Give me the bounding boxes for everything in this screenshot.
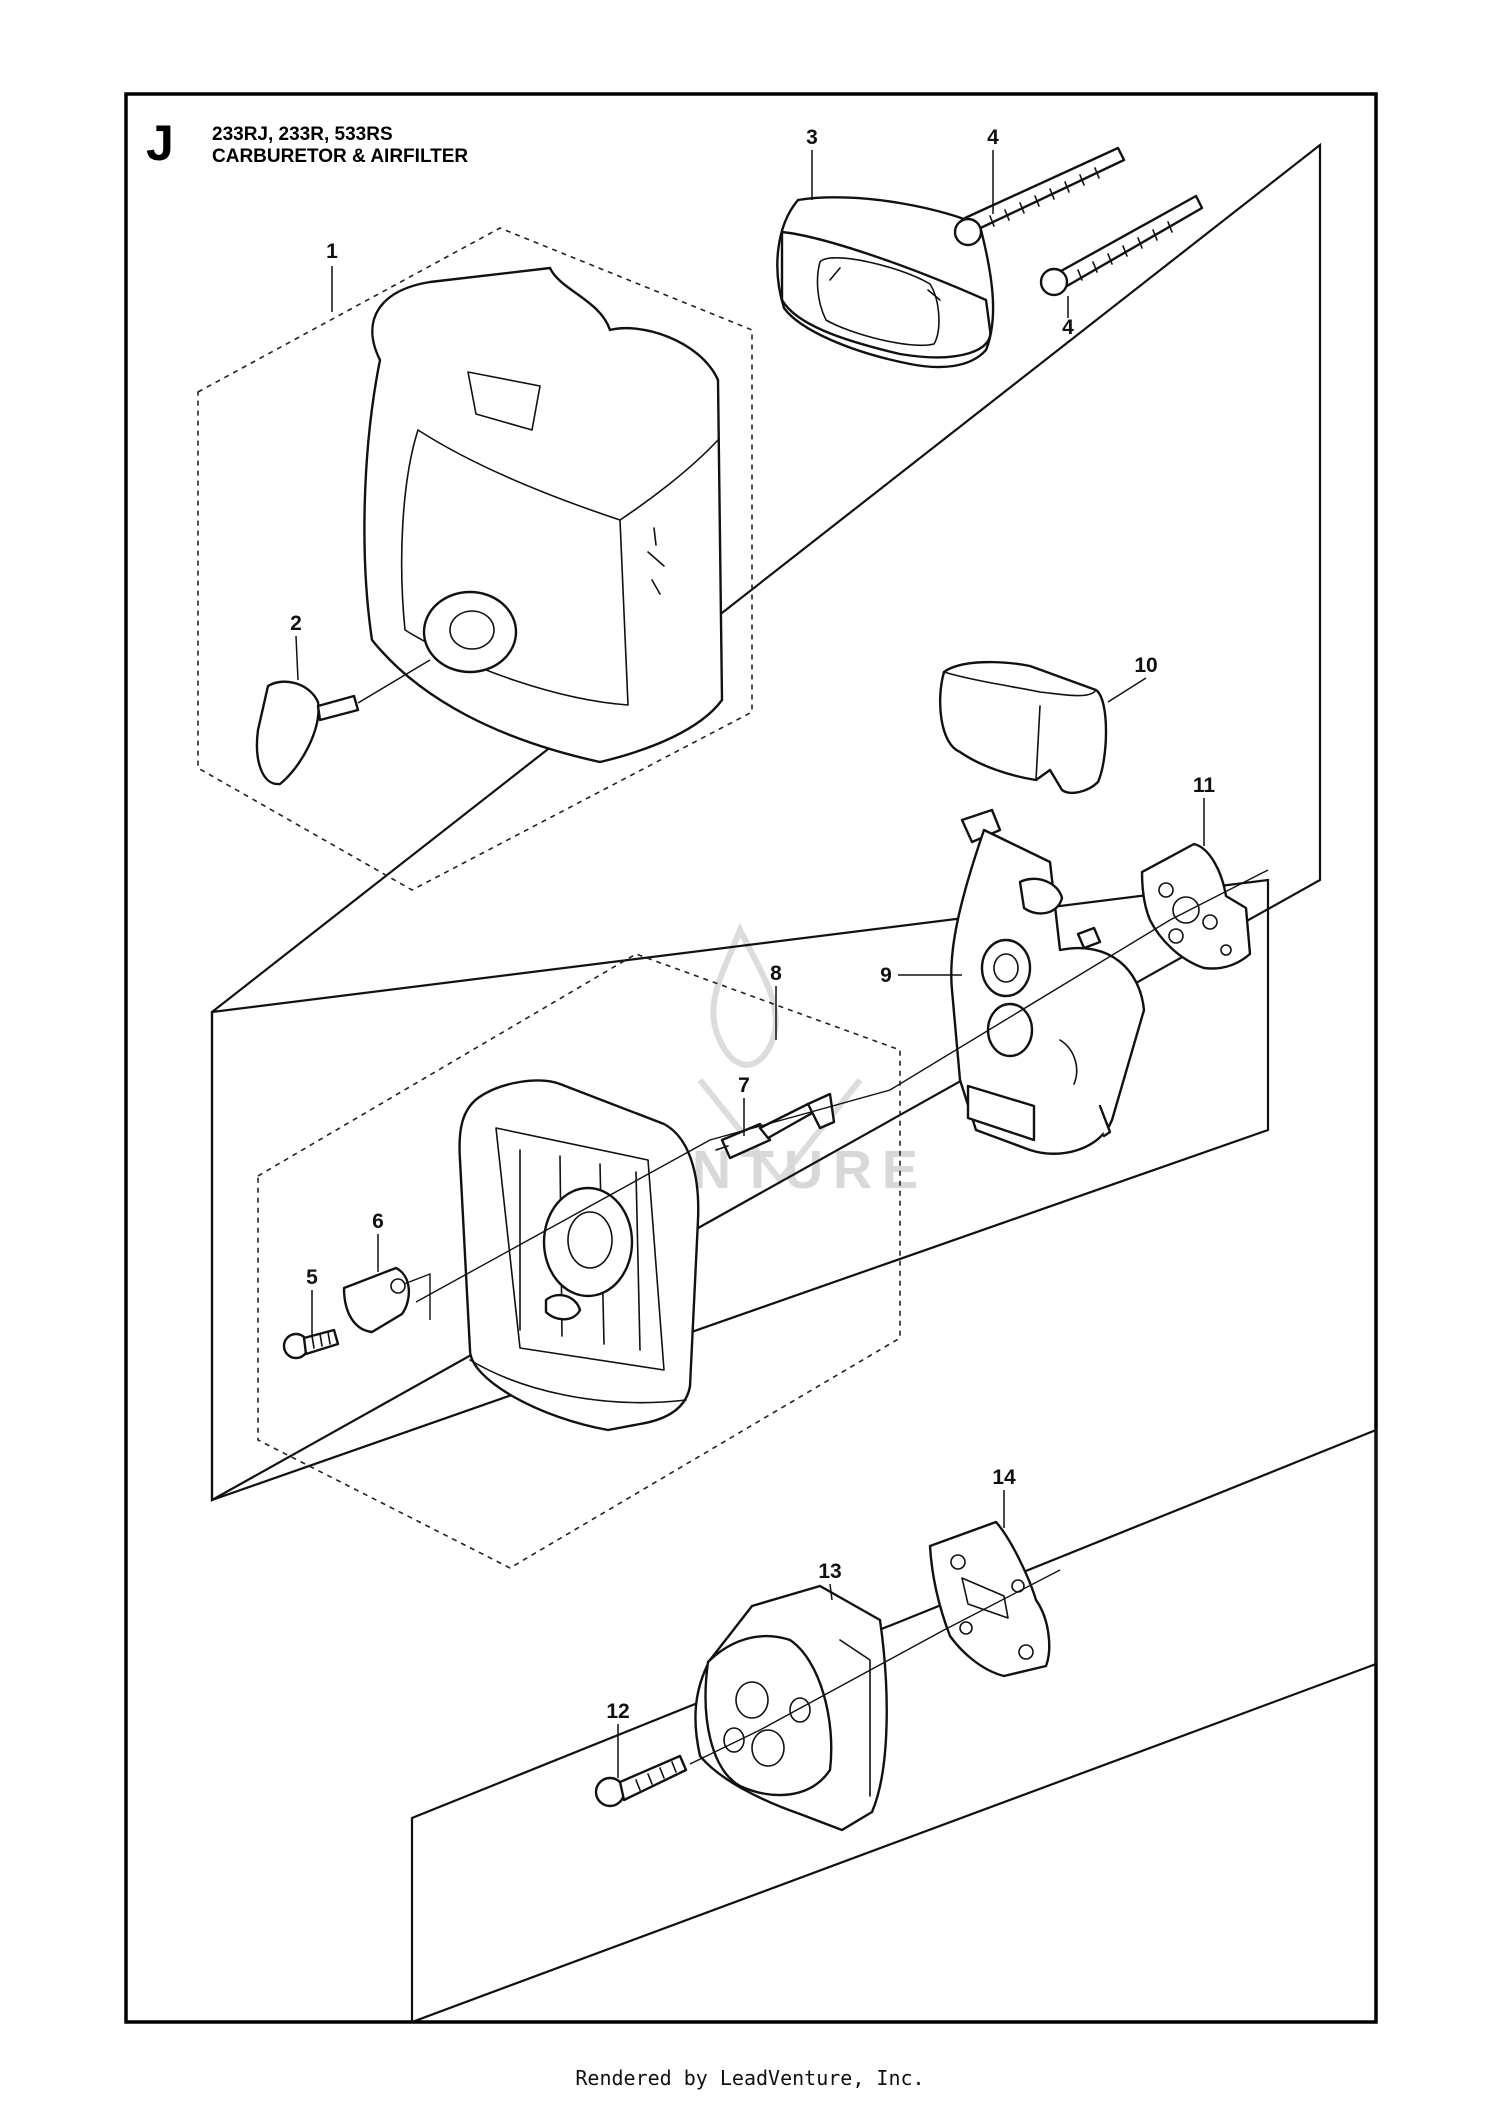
footer-credit: Rendered by LeadVenture, Inc. xyxy=(575,2066,925,2090)
callout-13: 13 xyxy=(818,1560,841,1583)
callout-5: 5 xyxy=(306,1266,318,1289)
airfilter-group xyxy=(197,142,1322,1502)
air-filter-cover xyxy=(363,266,724,764)
carburetor-group xyxy=(210,660,1270,1569)
callout-2: 2 xyxy=(290,612,302,635)
model-list: 233RJ, 233R, 533RS xyxy=(212,124,393,145)
carburetor xyxy=(950,808,1146,1155)
callout-4-upper: 4 xyxy=(987,126,999,149)
callout-11: 11 xyxy=(1193,774,1216,797)
carburetor-assembly-outline xyxy=(210,878,1270,1502)
intake-flange xyxy=(694,1584,888,1832)
base-kit-outline xyxy=(257,953,901,1569)
callout-8: 8 xyxy=(770,962,782,985)
intake-gasket xyxy=(928,1520,1051,1678)
choke-plate xyxy=(342,1266,431,1334)
callout-4-lower: 4 xyxy=(1062,316,1074,339)
screw-long-lower xyxy=(1039,194,1204,297)
callout-7: 7 xyxy=(738,1074,750,1097)
intake-screw xyxy=(594,1754,688,1808)
callouts: 1 2 3 4 4 5 6 7 8 9 10 11 12 13 14 xyxy=(290,126,1215,1778)
diagram-title: CARBURETOR & AIRFILTER xyxy=(212,146,468,167)
screw-long-upper xyxy=(953,146,1126,247)
filter-knob xyxy=(255,659,431,786)
callout-1: 1 xyxy=(326,240,338,263)
carburetor-cap xyxy=(938,660,1108,794)
choke-link xyxy=(715,1092,836,1160)
section-letter: J xyxy=(146,115,174,171)
intake-assembly-outline xyxy=(410,1428,1378,2024)
callout-14: 14 xyxy=(992,1466,1016,1489)
diagram-frame xyxy=(124,92,1378,2024)
filter-base-plate xyxy=(458,1079,700,1432)
callout-10: 10 xyxy=(1134,654,1157,677)
callout-6: 6 xyxy=(372,1210,384,1233)
callout-12: 12 xyxy=(606,1700,629,1723)
foam-filter xyxy=(776,196,995,369)
callout-3: 3 xyxy=(806,126,818,149)
intake-group xyxy=(410,1428,1378,2024)
callout-9: 9 xyxy=(880,964,892,987)
cover-kit-outline xyxy=(197,227,753,891)
plate-screw xyxy=(282,1328,340,1360)
